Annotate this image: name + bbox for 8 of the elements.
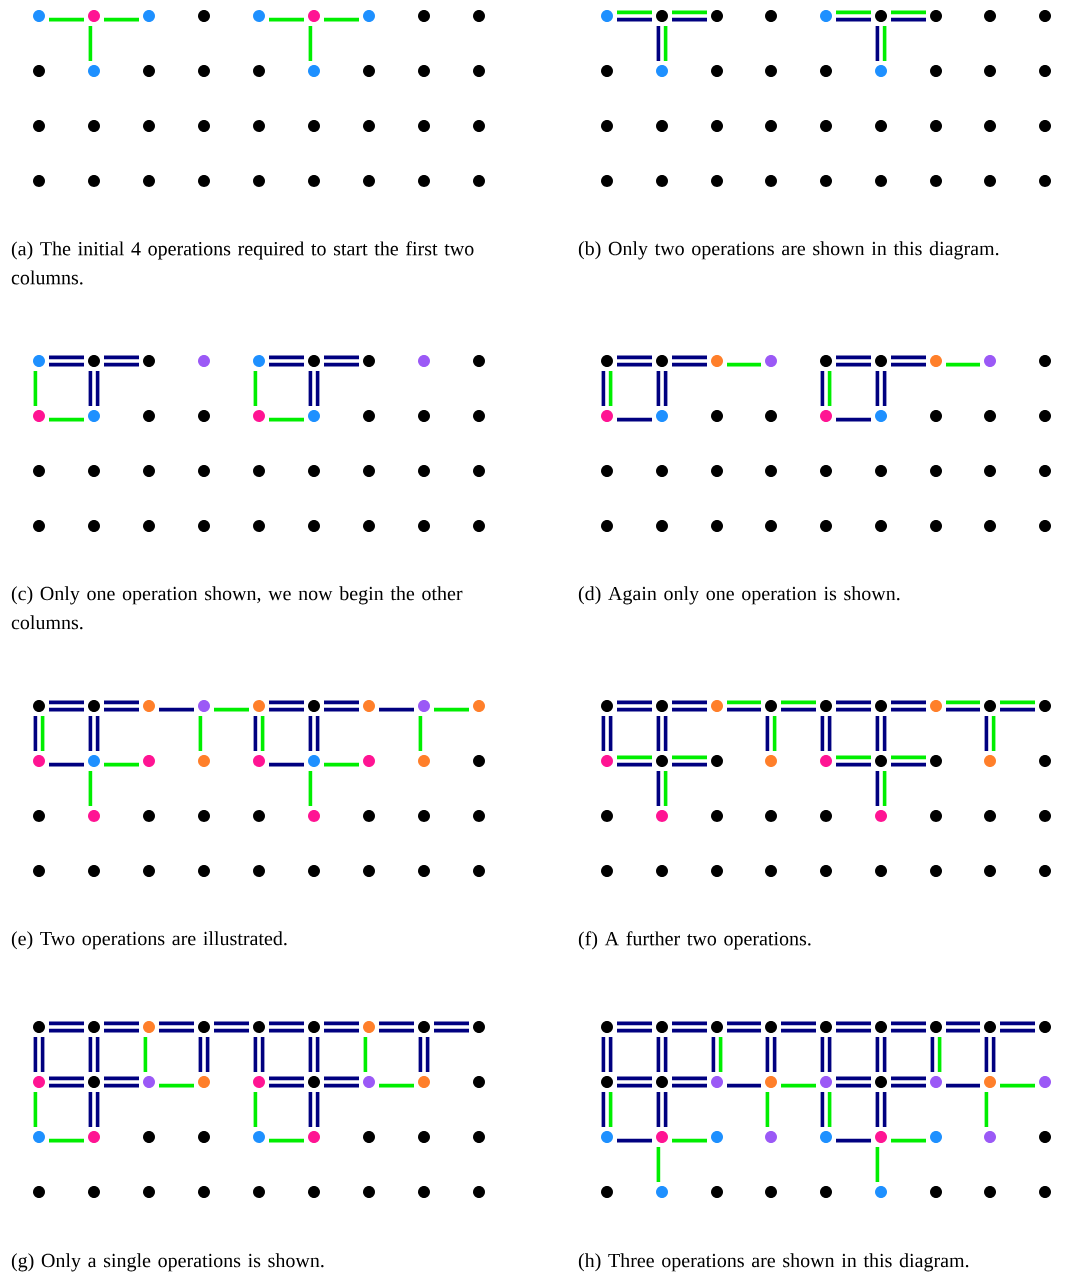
caption: (g) Only a single operations is shown. — [11, 1253, 324, 1272]
caption: (d) Again only one operation is shown. — [578, 586, 900, 605]
caption: (a) The initial 4 operations required to start the first two columns. — [11, 241, 474, 285]
caption: (e) Two operations are illustrated. — [11, 931, 287, 950]
caption: (b) Only two operations are shown in this diagram. — [578, 241, 999, 260]
caption: (h) Three operations are shown in this diagram. — [578, 1253, 969, 1272]
caption: (c) Only one operation shown, we now begin the other columns. — [11, 586, 463, 630]
caption: (f) A further two operations. — [578, 931, 811, 950]
